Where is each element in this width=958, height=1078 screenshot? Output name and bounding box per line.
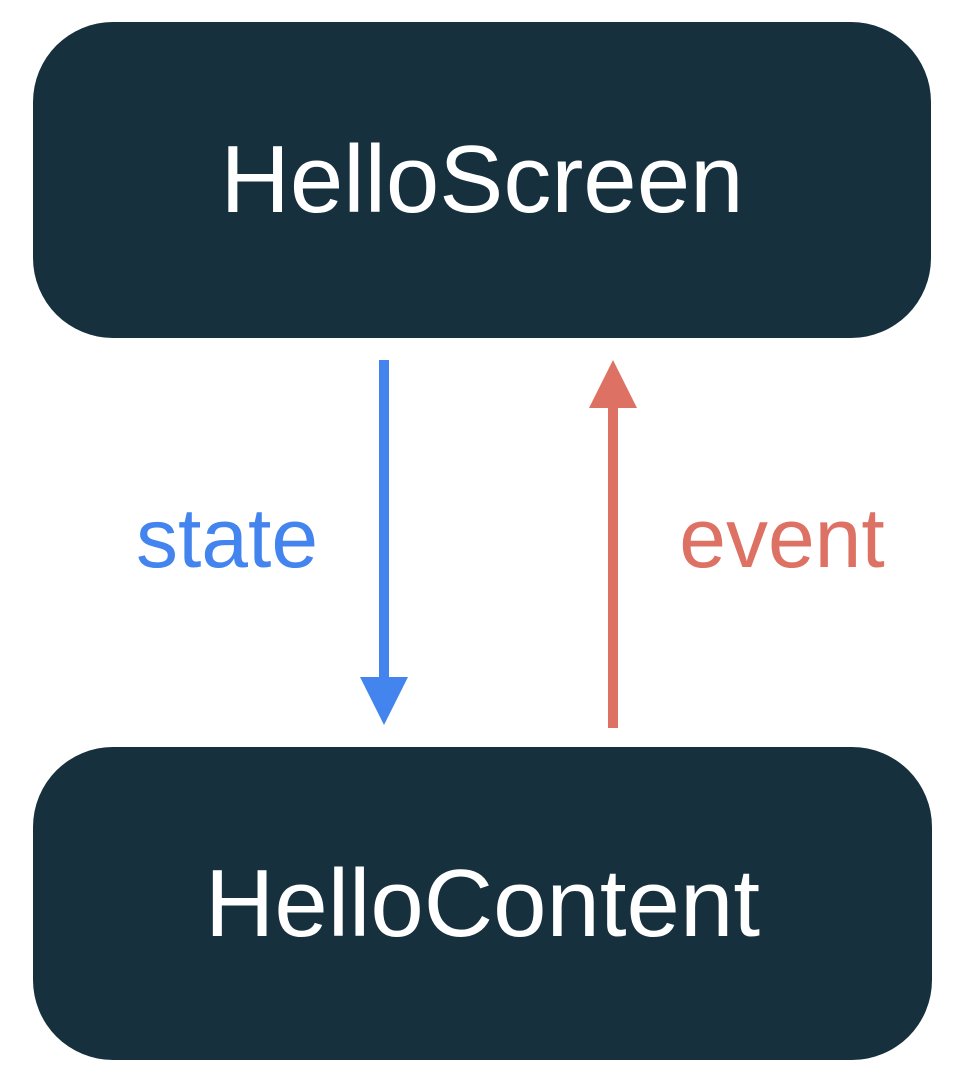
hello-content-node: HelloContent [33, 747, 932, 1060]
hello-screen-node-label: HelloScreen [220, 126, 744, 233]
hello-content-node-label: HelloContent [205, 849, 760, 957]
arrowhead-down-icon [360, 677, 408, 725]
state-arrow-line [379, 360, 389, 680]
event-arrow-label: event [679, 491, 885, 585]
hello-screen-node: HelloScreen [33, 22, 931, 338]
state-arrow-label: state [135, 491, 319, 585]
arrowhead-up-icon [589, 360, 637, 408]
event-arrow-line [608, 406, 618, 728]
